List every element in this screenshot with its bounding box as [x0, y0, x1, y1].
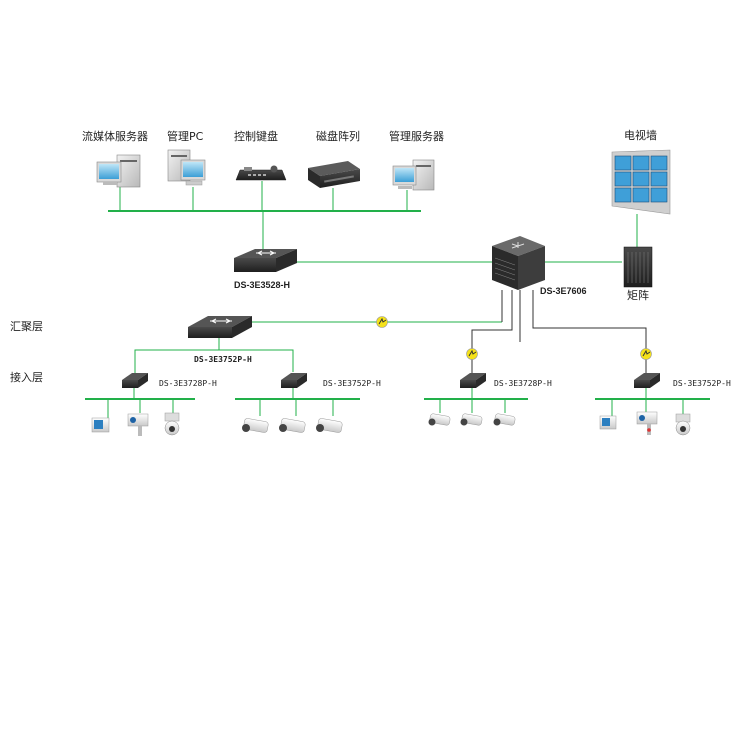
control-keyboard-label: 控制键盘: [234, 130, 278, 143]
admin-pc-label: 管理PC: [167, 130, 204, 143]
video-wall-icon: [611, 149, 671, 215]
matrix-label: 矩阵: [627, 289, 649, 302]
disk-array-icon: [308, 161, 360, 188]
connection-lines: [85, 181, 710, 418]
access-layer-label: 接入层: [10, 371, 43, 384]
streaming-server-label: 流媒体服务器: [82, 130, 148, 143]
desktop-computer-icon: [392, 159, 435, 191]
network-switch-icon: [188, 316, 252, 338]
fiber-link-icon: [640, 348, 652, 360]
access-switch-1-label: DS-3E3728P-H: [159, 379, 217, 388]
camera-icon: [460, 413, 483, 426]
disk-array-label: 磁盘阵列: [316, 130, 360, 143]
camera-icon: [675, 413, 691, 436]
video-wall-label: 电视墙: [624, 129, 657, 142]
network-switch-icon: [460, 373, 486, 388]
camera-icon: [127, 413, 149, 436]
core-top-switch-label: DS-3E3528-H: [234, 280, 291, 290]
fiber-link-icon: [466, 348, 478, 360]
access-switch-4-label: DS-3E3752P-H: [673, 379, 731, 388]
core-chassis-switch-label: DS-3E7606: [540, 286, 587, 296]
camera-icon: [164, 412, 180, 436]
camera-icon: [428, 413, 451, 426]
aggregation-switch-label: DS-3E3752P-H: [194, 355, 252, 364]
control-keyboard-icon: [235, 165, 287, 181]
camera-icon: [636, 411, 658, 435]
network-switch-icon: [634, 373, 660, 388]
access-switch-2-label: DS-3E3752P-H: [323, 379, 381, 388]
camera-icon: [316, 418, 343, 433]
chassis-switch-icon: [492, 236, 545, 290]
camera-icon: [279, 418, 306, 433]
network-switch-icon: [234, 249, 297, 272]
mgmt-server-label: 管理服务器: [389, 130, 444, 143]
matrix-icon: [623, 246, 653, 288]
desktop-computer-icon: [167, 149, 206, 186]
desktop-computer-icon: [96, 154, 141, 188]
camera-icon: [242, 418, 269, 433]
aggregation-layer-label: 汇聚层: [10, 320, 43, 333]
camera-icon: [493, 413, 516, 426]
camera-icon: [599, 415, 617, 430]
network-switch-icon: [122, 373, 148, 388]
fiber-link-icon: [376, 316, 388, 328]
camera-icon: [91, 417, 110, 433]
access-switch-3-label: DS-3E3728P-H: [494, 379, 552, 388]
network-switch-icon: [281, 373, 307, 388]
